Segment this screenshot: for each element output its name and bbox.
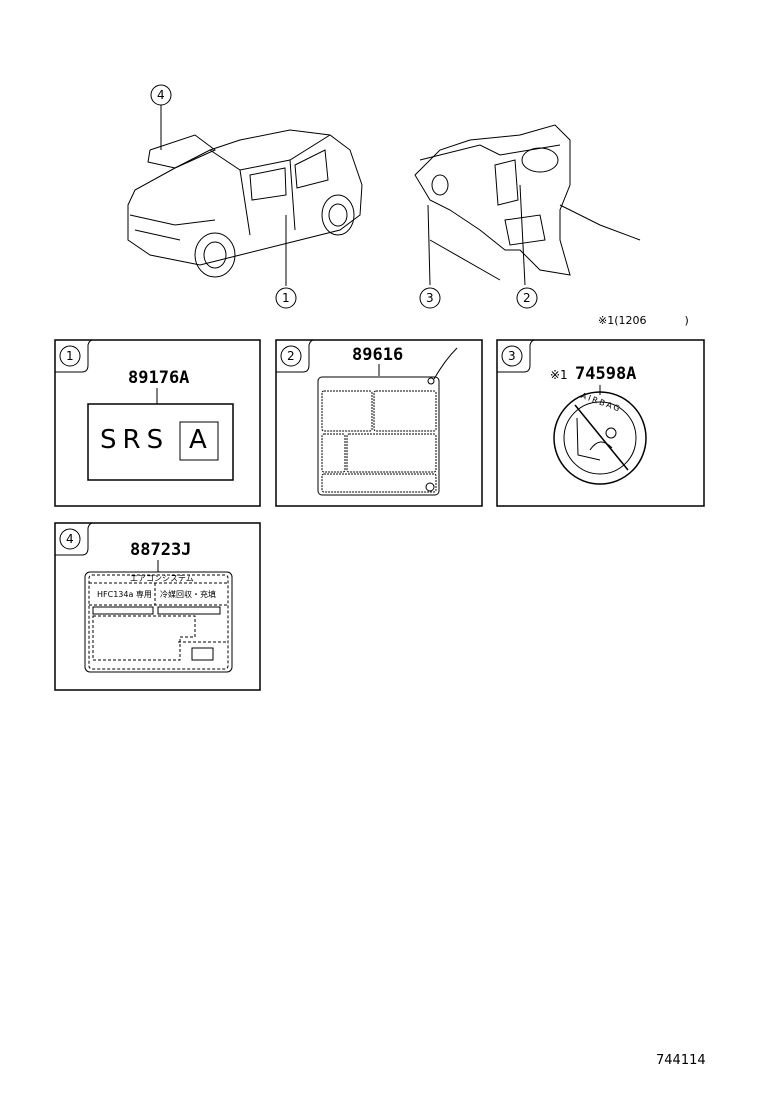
dashboard-illustration bbox=[285, 124, 641, 286]
figure-id: 744114 bbox=[656, 1053, 706, 1068]
footnote-mark: ※1 bbox=[598, 314, 615, 327]
srs-label-drawing bbox=[87, 388, 234, 481]
footnote: ※1(1206) bbox=[598, 314, 689, 327]
panel-frames bbox=[54, 339, 705, 691]
footnote-close: ) bbox=[684, 314, 689, 327]
panel-3-index: 3 bbox=[508, 349, 516, 363]
panel-4-refrigerant: HFC134a 専用 bbox=[97, 590, 152, 599]
callout-number-2: 2 bbox=[523, 291, 531, 305]
footnote-text: (1206 bbox=[614, 314, 647, 327]
vehicle-illustration bbox=[127, 105, 363, 278]
panel-1-part-number: 89176A bbox=[128, 368, 190, 388]
panel-1-index: 1 bbox=[66, 349, 74, 363]
panel-3-part-number: 74598A bbox=[575, 364, 637, 384]
panel-2-part-number: 89616 bbox=[352, 345, 404, 365]
callout-number-1: 1 bbox=[282, 291, 290, 305]
panel-4-part-number: 88723J bbox=[130, 540, 192, 560]
panel-3-prefix: ※1 bbox=[550, 368, 568, 382]
panel-1-label-text: SRS bbox=[100, 425, 170, 455]
panel-1-label-box: A bbox=[189, 425, 207, 455]
ac-label-drawing bbox=[84, 560, 233, 673]
callout-3 bbox=[419, 287, 441, 309]
airbag-label-drawing bbox=[553, 385, 647, 485]
callout-number-4: 4 bbox=[157, 88, 165, 102]
seat-warning-label-drawing bbox=[317, 347, 458, 496]
callout-2 bbox=[516, 287, 538, 309]
callout-1 bbox=[275, 287, 297, 309]
panel-4-index: 4 bbox=[66, 532, 74, 546]
callout-number-3: 3 bbox=[426, 291, 434, 305]
panel-4-warning: 冷媒回収・充填 bbox=[160, 590, 216, 599]
callout-4 bbox=[150, 84, 172, 106]
panel-2-index: 2 bbox=[287, 349, 295, 363]
panel-4-header: エアコンシステム bbox=[130, 574, 194, 583]
